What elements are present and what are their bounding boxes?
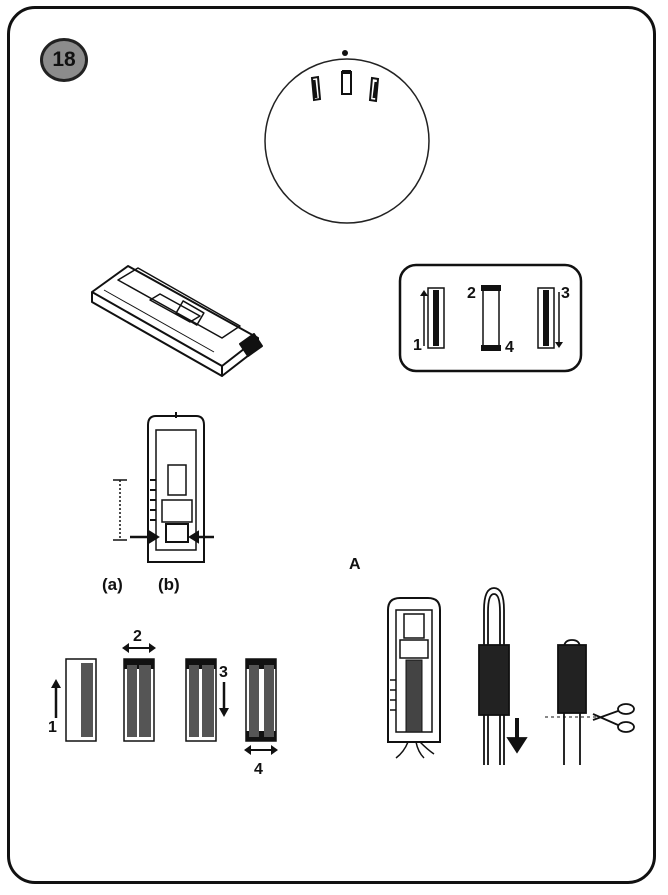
step-label-4: 4: [254, 761, 263, 778]
step-number-badge: 18: [40, 38, 88, 82]
step-label-2: 2: [133, 628, 142, 645]
section-label-a: A: [349, 556, 361, 573]
scissors-icon: [592, 703, 635, 733]
foot-top-view: [113, 412, 214, 563]
dial-indicator-dot: [342, 50, 348, 56]
sequence-label-1: 1: [413, 337, 422, 354]
finishing-foot-view: [387, 597, 441, 759]
buttonhole-sequence-box: 1 2 3 4: [398, 263, 583, 373]
sequence-label-4: 4: [505, 339, 514, 356]
buttonhole-steps: 1 2 3 4: [48, 628, 278, 778]
dial-buttonhole-symbols: [310, 70, 380, 103]
trim-threads-illustration: [545, 639, 635, 765]
buttonhole-foot-illustration: [91, 265, 263, 377]
sequence-label-3: 3: [561, 285, 570, 302]
marker-label-a: (a): [102, 575, 123, 594]
thread-loop-illustration: [478, 587, 528, 765]
step-label-1: 1: [48, 719, 57, 736]
sequence-label-2: 2: [467, 285, 476, 302]
marker-label-b: (b): [158, 575, 180, 594]
stitch-dial: [264, 50, 430, 224]
step-label-3: 3: [219, 664, 228, 681]
